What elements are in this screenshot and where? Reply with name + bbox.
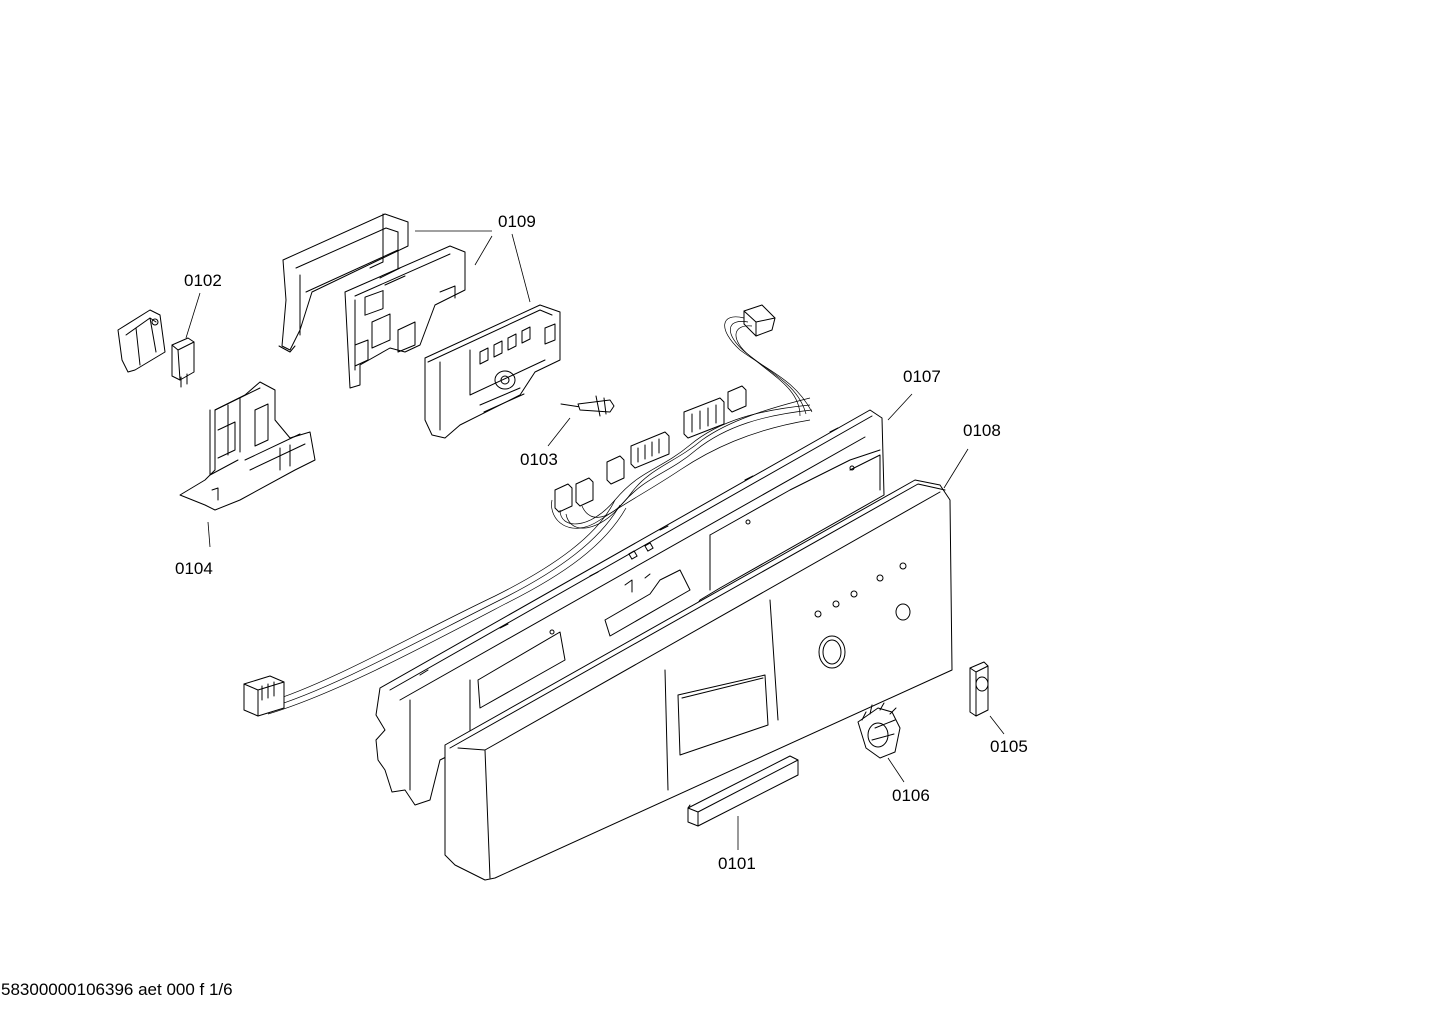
callout-0106: 0106 [892, 786, 930, 805]
callout-labels: 0109 0102 0103 0104 0107 0108 0105 0106 … [175, 212, 1028, 873]
drawing-reference-code: 58300000106396 aet 000 f 1/6 [1, 980, 233, 999]
callout-0105: 0105 [990, 737, 1028, 756]
leader-lines [185, 230, 1005, 850]
part-0107-wiring-and-frame[interactable] [243, 304, 885, 806]
part-0105-slide-button[interactable] [969, 661, 989, 717]
part-0109-control-module[interactable] [278, 213, 561, 439]
part-0103-pin[interactable] [560, 395, 615, 417]
callout-0103: 0103 [520, 450, 558, 469]
part-0108-front-panel[interactable] [444, 479, 953, 881]
callout-0108: 0108 [963, 421, 1001, 440]
callout-0104: 0104 [175, 559, 213, 578]
callout-0107: 0107 [903, 367, 941, 386]
part-0101-cover-strip[interactable] [687, 755, 799, 827]
part-0102-housing-cover[interactable] [117, 309, 195, 388]
callout-0101: 0101 [718, 854, 756, 873]
part-0106-knob[interactable] [857, 702, 901, 759]
part-0104-switch-housing[interactable] [179, 381, 316, 511]
callout-0102: 0102 [184, 271, 222, 290]
callout-0109: 0109 [498, 212, 536, 231]
